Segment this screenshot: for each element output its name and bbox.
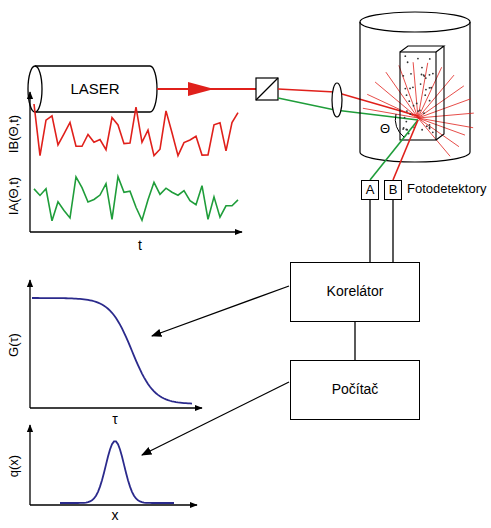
node-text: LASER — [70, 81, 119, 98]
axis-label: IA(Θ,t) — [7, 177, 21, 215]
angle-label: Θ — [380, 122, 390, 136]
scatter-ray — [418, 118, 473, 128]
scatter-ray — [418, 63, 428, 118]
scatter-ray — [418, 118, 450, 156]
scatter-ray — [399, 65, 418, 118]
scatter-ray — [386, 72, 418, 118]
sample-holder — [360, 12, 470, 162]
axis-label: τ — [112, 412, 118, 427]
particle — [413, 105, 415, 107]
node-text: B — [389, 183, 398, 197]
particle — [406, 129, 408, 131]
particle — [429, 58, 431, 60]
particle — [402, 75, 404, 77]
signal-wire — [392, 200, 393, 262]
node-text: Korelátor — [327, 284, 384, 299]
signal-wire — [354, 322, 355, 360]
axis-label: q(x) — [7, 455, 21, 477]
particle — [424, 94, 426, 96]
cuvette — [400, 46, 444, 140]
distribution-axes — [30, 425, 197, 505]
particle — [429, 124, 431, 126]
scatter-ray — [418, 86, 464, 118]
particle — [404, 117, 406, 119]
distribution-curve — [60, 441, 174, 503]
particle — [421, 67, 423, 69]
green-beam — [278, 98, 418, 120]
particle — [417, 110, 419, 112]
particle — [432, 73, 434, 75]
particle — [406, 110, 408, 112]
particle — [421, 74, 423, 76]
particle — [429, 128, 431, 130]
correlation-axes — [30, 280, 202, 408]
particle — [410, 113, 412, 115]
particle — [412, 86, 414, 88]
particle — [421, 129, 423, 131]
particle — [426, 125, 428, 127]
particle — [423, 74, 425, 76]
particle — [404, 55, 406, 57]
particle — [419, 109, 421, 111]
angle-arc — [395, 114, 404, 137]
particle — [409, 87, 411, 89]
particle — [406, 94, 408, 96]
axis-label: IB(Θ,t) — [7, 115, 21, 153]
particle — [425, 89, 427, 91]
beam-splitter — [256, 78, 278, 100]
particle — [408, 100, 410, 102]
laser-label-area: LASER — [42, 68, 148, 110]
axis-label: x — [112, 508, 119, 523]
particle — [416, 103, 418, 105]
node-text: Počítač — [332, 382, 379, 397]
detector-label: Fotodetektory — [407, 182, 487, 196]
particle — [430, 87, 432, 89]
intensity-trace-b — [34, 104, 238, 156]
pointer-arrow — [142, 382, 289, 455]
particle — [432, 131, 434, 133]
particle — [410, 73, 412, 75]
particle — [407, 61, 409, 63]
intensity-axes — [30, 92, 242, 232]
particle — [429, 87, 431, 89]
particles — [402, 55, 434, 134]
particle — [425, 77, 427, 79]
scattered-light — [363, 62, 474, 156]
axis-label: G(τ) — [7, 333, 21, 357]
scatter-ray — [418, 113, 474, 118]
particle — [429, 100, 431, 102]
computer-box: Počítač — [290, 360, 420, 420]
pointer-arrow — [152, 286, 289, 336]
scatter-ray — [363, 108, 418, 118]
laser-beam — [157, 82, 256, 96]
laser-tube — [28, 66, 157, 112]
correlator-box: Korelátor — [290, 262, 420, 322]
correlation-curve — [32, 298, 192, 404]
node-text: A — [366, 183, 375, 197]
signal-wire — [369, 200, 370, 262]
particle — [403, 127, 405, 129]
lens — [332, 83, 342, 117]
red-scatter-beam — [393, 120, 418, 180]
detector-box: B — [384, 180, 402, 200]
particle — [429, 74, 431, 76]
intensity-trace-a — [34, 177, 238, 221]
green-scatter-beam — [370, 120, 418, 180]
scatter-ray — [413, 62, 418, 118]
axis-label: t — [138, 238, 142, 253]
detector-box: A — [361, 180, 379, 200]
particle — [420, 83, 422, 85]
particle — [417, 58, 419, 60]
particle — [404, 88, 406, 90]
particle — [423, 112, 425, 114]
particle — [405, 129, 407, 131]
particle — [405, 121, 407, 123]
